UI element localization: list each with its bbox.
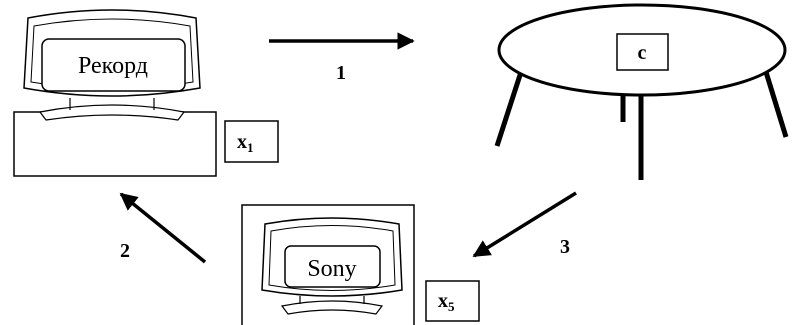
tv-sony-bezel [268,225,396,291]
label-x5-box [425,280,480,322]
table-leg-right [763,71,789,138]
arrow-2-label: 2 [120,240,130,262]
tv-rekord-brand: Рекорд [78,53,148,79]
label-c-box [616,33,669,71]
tv-sony-base [280,300,384,315]
label-x1-box [224,120,279,163]
tv-sony-neck [299,296,365,304]
round-table: c [494,3,789,180]
tv-rekord: Рекорд [13,9,217,177]
arrow-1: 1 [269,32,415,84]
arrow-2-line [119,192,207,264]
table-leg-left [494,71,524,147]
tv-sony: Sony [241,204,415,325]
label-x1: x1 [224,120,279,163]
tv-rekord-neck [69,98,155,110]
arrow-3: 3 [472,191,577,258]
tv-rekord-screen [41,38,186,92]
tv-sony-brand: Sony [307,256,356,282]
tv-sony-screen [284,245,381,288]
tv-rekord-stand [13,111,217,177]
arrow-3-line [472,191,577,258]
label-x1-text: x1 [237,131,254,155]
tv-rekord-base [38,104,186,121]
label-x5-text: x5 [438,290,455,314]
tv-sony-cabinet [241,204,415,325]
arrow-3-label: 3 [560,236,570,258]
label-x5: x5 [425,280,480,322]
arrow-2: 2 [119,192,207,264]
label-c-text: c [638,42,647,64]
arrow-1-label: 1 [336,62,346,84]
